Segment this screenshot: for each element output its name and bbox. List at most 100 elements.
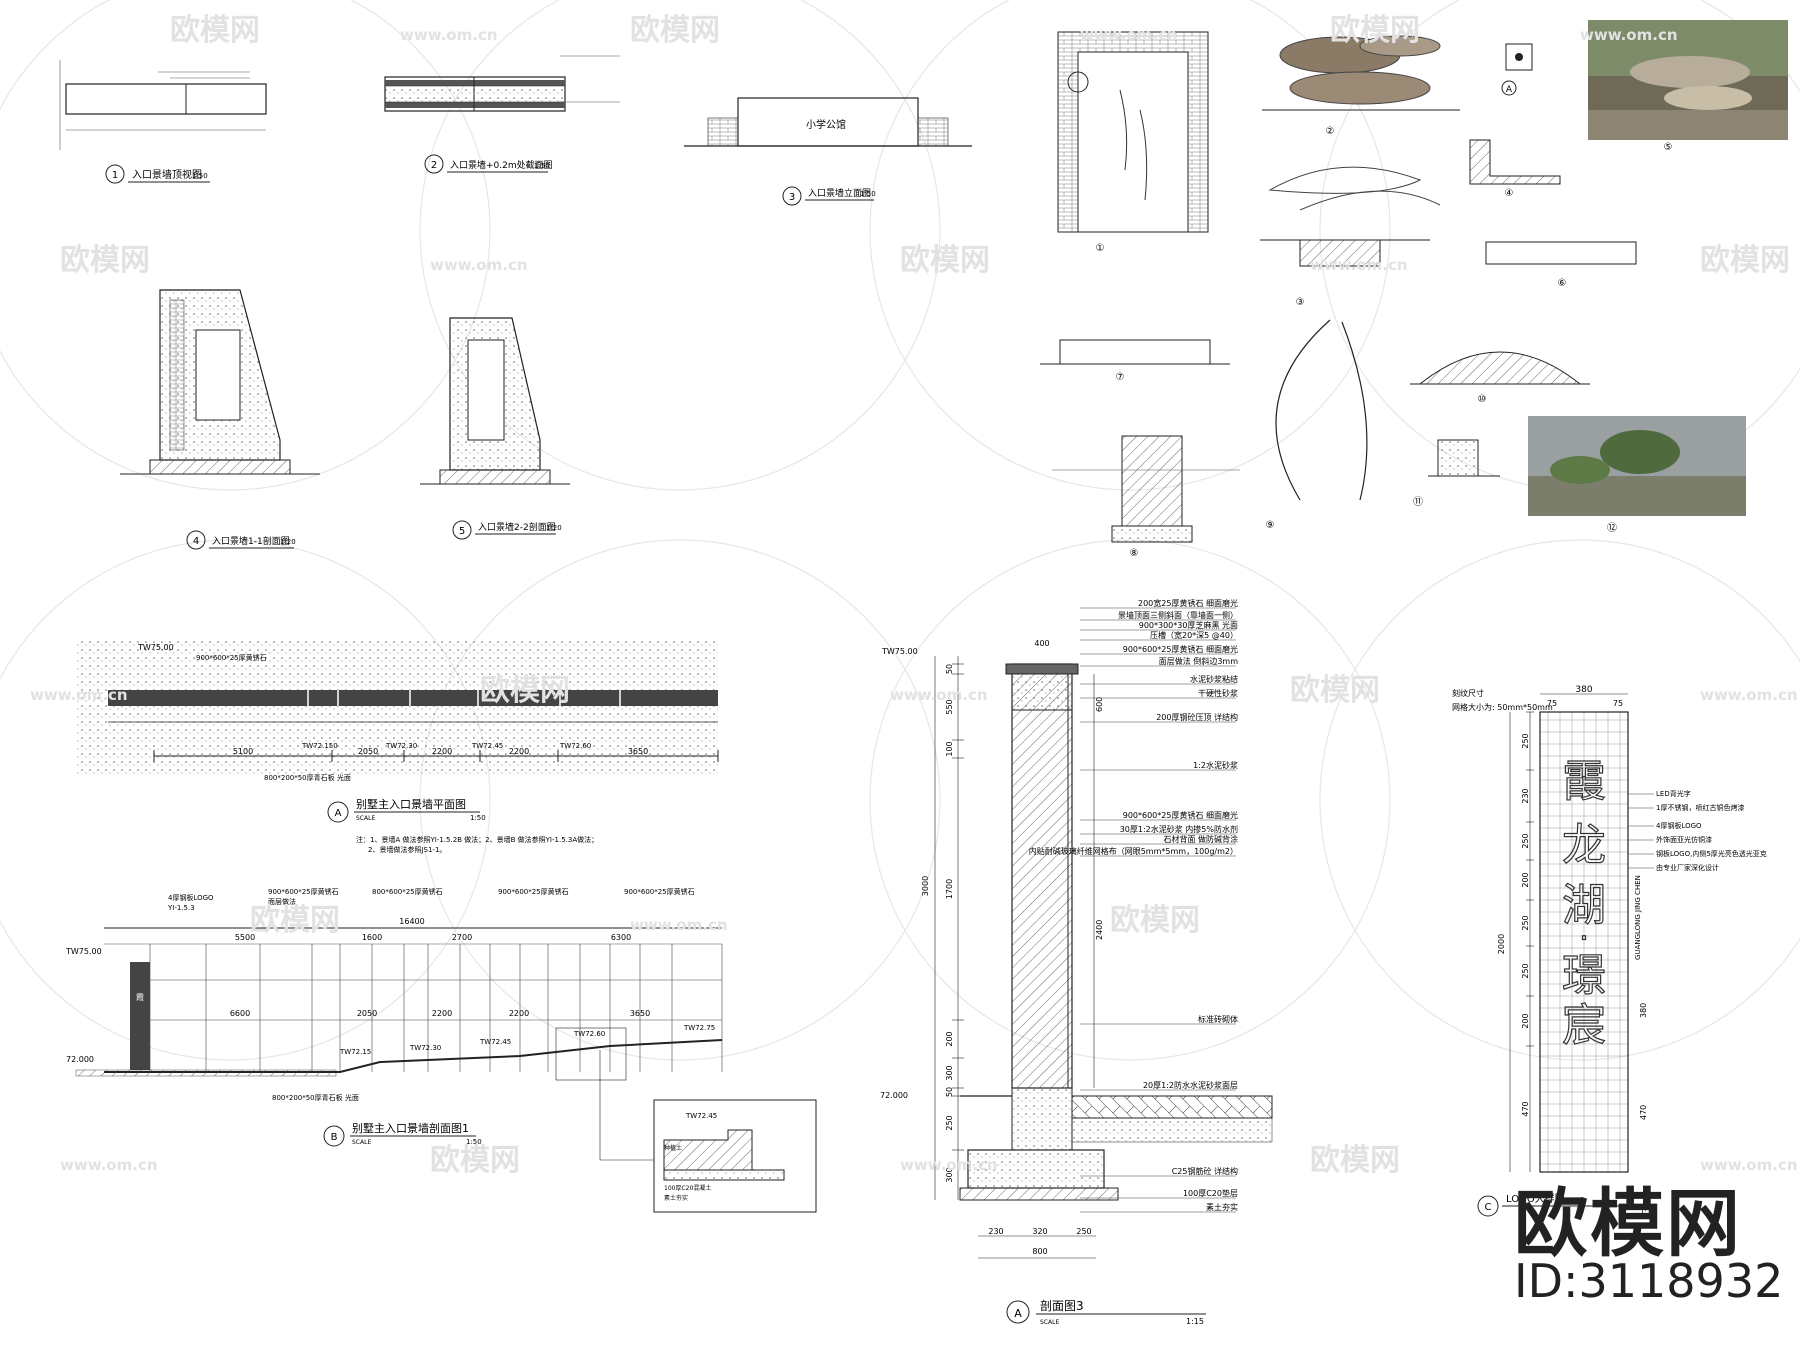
section-3-left-dim-8: 300 [945, 1167, 954, 1182]
logo-vdim-3: 200 [1521, 872, 1530, 887]
section-3-tw-top: TW75.00 [881, 647, 918, 656]
section-3-dim-right-1: 600 [1095, 697, 1104, 712]
section-b-tw-left: TW75.00 [65, 947, 102, 956]
section-3-note-10: 900*600*25厚黄锈石 细面磨光 [1123, 810, 1238, 820]
site-watermark-22: 欧模网 [1310, 1143, 1400, 1178]
section-b-scale-label: SCALE [352, 1139, 371, 1146]
plan-a-dim-3: 2200 [509, 747, 529, 756]
logo-note-2: 4厚钢板LOGO [1656, 821, 1702, 830]
logo-note-4: 钢板LOGO,内侧5厚光亮色透光亚克 [1656, 849, 1767, 858]
section-b-logo-mark: 霞 [136, 993, 144, 1002]
section-3-note-13: 内贴耐碱玻璃纤维网格布（网眼5mm*5mm，100g/m2） [1029, 846, 1238, 856]
section-b-title: 别墅主入口景墙剖面图1 [352, 1121, 469, 1135]
section-3-left-dim-1: 550 [945, 699, 954, 714]
drawing-1-scale: 1:50 [192, 172, 208, 180]
plan-a-note-2: 2、景墙做法参照JS1-1。 [368, 845, 446, 854]
section-b-tw2: TW72.30 [409, 1044, 441, 1052]
section-3-note-12: 石材背面 做防碱背涂 [1163, 834, 1238, 844]
section-b-elev-left: 72.000 [66, 1055, 94, 1064]
section-3-note-3: 压槽（宽20*深5 @40） [1150, 630, 1238, 640]
logo-char-2: 湖 [1562, 880, 1606, 931]
plan-a-paving: 800*200*50厚青石板 光面 [264, 773, 351, 782]
drawing-4-section-1-1: 4 入口景墙1-1剖面图 1:20 [120, 289, 320, 550]
logo-grid-label: 刻纹尺寸 [1452, 688, 1484, 698]
section-3-left-dim-2: 100 [945, 741, 954, 756]
section-3-bottom-dim-2: 320 [1032, 1227, 1047, 1236]
site-watermark-21: www.om.cn [900, 1156, 998, 1174]
fish-view-9-number: ⑨ [1266, 520, 1275, 531]
section-b-callout-1: 900*600*25厚黄锈石 [268, 887, 339, 896]
site-watermark-15: www.om.cn [1700, 686, 1798, 704]
site-watermarks: 欧模网 www.om.cn 欧模网 www.om.cn 欧模网 www.om.cn 欧模网 w… [30, 13, 1798, 1178]
logo-pinyin: GUANGLONG JING CHEN [1634, 875, 1642, 960]
drawing-2-number: 2 [431, 160, 437, 171]
section-3-note-14: 标准砖砌体 [1198, 1014, 1238, 1024]
drawing-2-title: 入口景墙+0.2m处截面图 [450, 159, 553, 171]
section-3-left-dim-5: 300 [945, 1065, 954, 1080]
logo-char-3: · [1579, 921, 1589, 956]
plan-a-tw-left: TW75.00 [137, 643, 174, 652]
section-b-sub-label: 面层做法 [268, 897, 296, 906]
site-watermark-7: www.om.cn [430, 256, 528, 274]
logo-letter: C [1485, 1202, 1492, 1213]
plan-a-joints [307, 690, 621, 706]
section-3-note-8: 200厚钢砼压顶 详结构 [1156, 712, 1238, 722]
drawing-1-number: 1 [112, 170, 118, 181]
logo-width-total: 380 [1575, 685, 1592, 695]
section-3-left-dim-0: 50 [945, 664, 954, 674]
plan-a-dim-2: 2200 [432, 747, 452, 756]
drawing-5-scale: 1:20 [546, 524, 562, 532]
drawing-3-sign-text: 小学公馆 [806, 118, 846, 131]
plan-a-dim-4: 3650 [628, 747, 648, 756]
fish-detail-a-letter: A [1506, 85, 1513, 95]
fish-view-1-number: ① [1096, 243, 1105, 254]
fish-view-10-number: ⑩ [1478, 394, 1487, 405]
section-b-seg-mid-4: 3650 [630, 1009, 650, 1018]
site-watermark-4: 欧模网 [1330, 13, 1420, 48]
section-b-seg-top-0: 5500 [235, 933, 255, 942]
section-b-callout-2: 800*600*25厚黄锈石 [372, 887, 443, 896]
drawing-4-scale: 1:20 [280, 538, 296, 546]
site-watermark-2: 欧模网 [630, 13, 720, 48]
site-watermark-9: www.om.cn [1310, 256, 1408, 274]
section-b-detail-note-3: 素土夯实 [664, 1194, 688, 1202]
logo-side-dim-2: 470 [1639, 1105, 1648, 1120]
fish-view-8-number: ⑧ [1130, 548, 1139, 559]
drawing-5-number: 5 [459, 526, 465, 537]
section-b-seg-top-3: 6300 [611, 933, 631, 942]
logo-char-4: 璟 [1562, 950, 1606, 1001]
drawing-4-number: 4 [193, 536, 199, 547]
logo-vdim-4: 250 [1521, 915, 1530, 930]
section-3-note-5: 面层做法 倒斜边3mm [1159, 656, 1238, 666]
plan-a-tw-b: TW72.30 [385, 742, 417, 750]
logo-vtotal: 2000 [1497, 934, 1506, 954]
section-3-elev-bottom: 72.000 [880, 1091, 908, 1100]
site-watermark-3: www.om.cn [1080, 26, 1178, 44]
drawing-5-title: 入口景墙2-2剖面图 [478, 521, 556, 533]
fish-view-6-number: ⑥ [1558, 278, 1567, 289]
logo-characters: 霞龙湖·璟宸 [1561, 755, 1606, 1051]
section-3-left-dim-3: 1700 [945, 879, 954, 899]
id-watermark: ID:3118932 [1514, 1254, 1784, 1308]
section-b-tw3: TW72.45 [479, 1038, 511, 1046]
plan-a-tw-d: TW72.60 [559, 742, 591, 750]
section-3-bottom-dim-3: 250 [1076, 1227, 1091, 1236]
section-3-scale: 1:15 [1186, 1317, 1204, 1326]
section-b-tw5: TW72.75 [683, 1024, 715, 1032]
site-watermark-10: 欧模网 [1700, 243, 1790, 278]
fish-view-11-number: ⑪ [1413, 496, 1423, 508]
fish-view-4-number: ④ [1505, 188, 1514, 199]
drawing-2-section: 2 入口景墙+0.2m处截面图 1:50 [384, 55, 620, 174]
fish-sculpture-sheet: ① ② ③ A ④ ⑤ ⑥ ⑦ [1040, 20, 1788, 559]
section-3-letter: A [1014, 1307, 1022, 1320]
drawing-3-elevation: 小学公馆 3 入口景墙立面图 1:50 [684, 97, 972, 206]
plan-a-stone: 900*600*25厚黄锈石 [196, 653, 267, 662]
section-3-bottom-total: 800 [1032, 1247, 1047, 1256]
drawing-4-title: 入口景墙1-1剖面图 [212, 535, 290, 547]
